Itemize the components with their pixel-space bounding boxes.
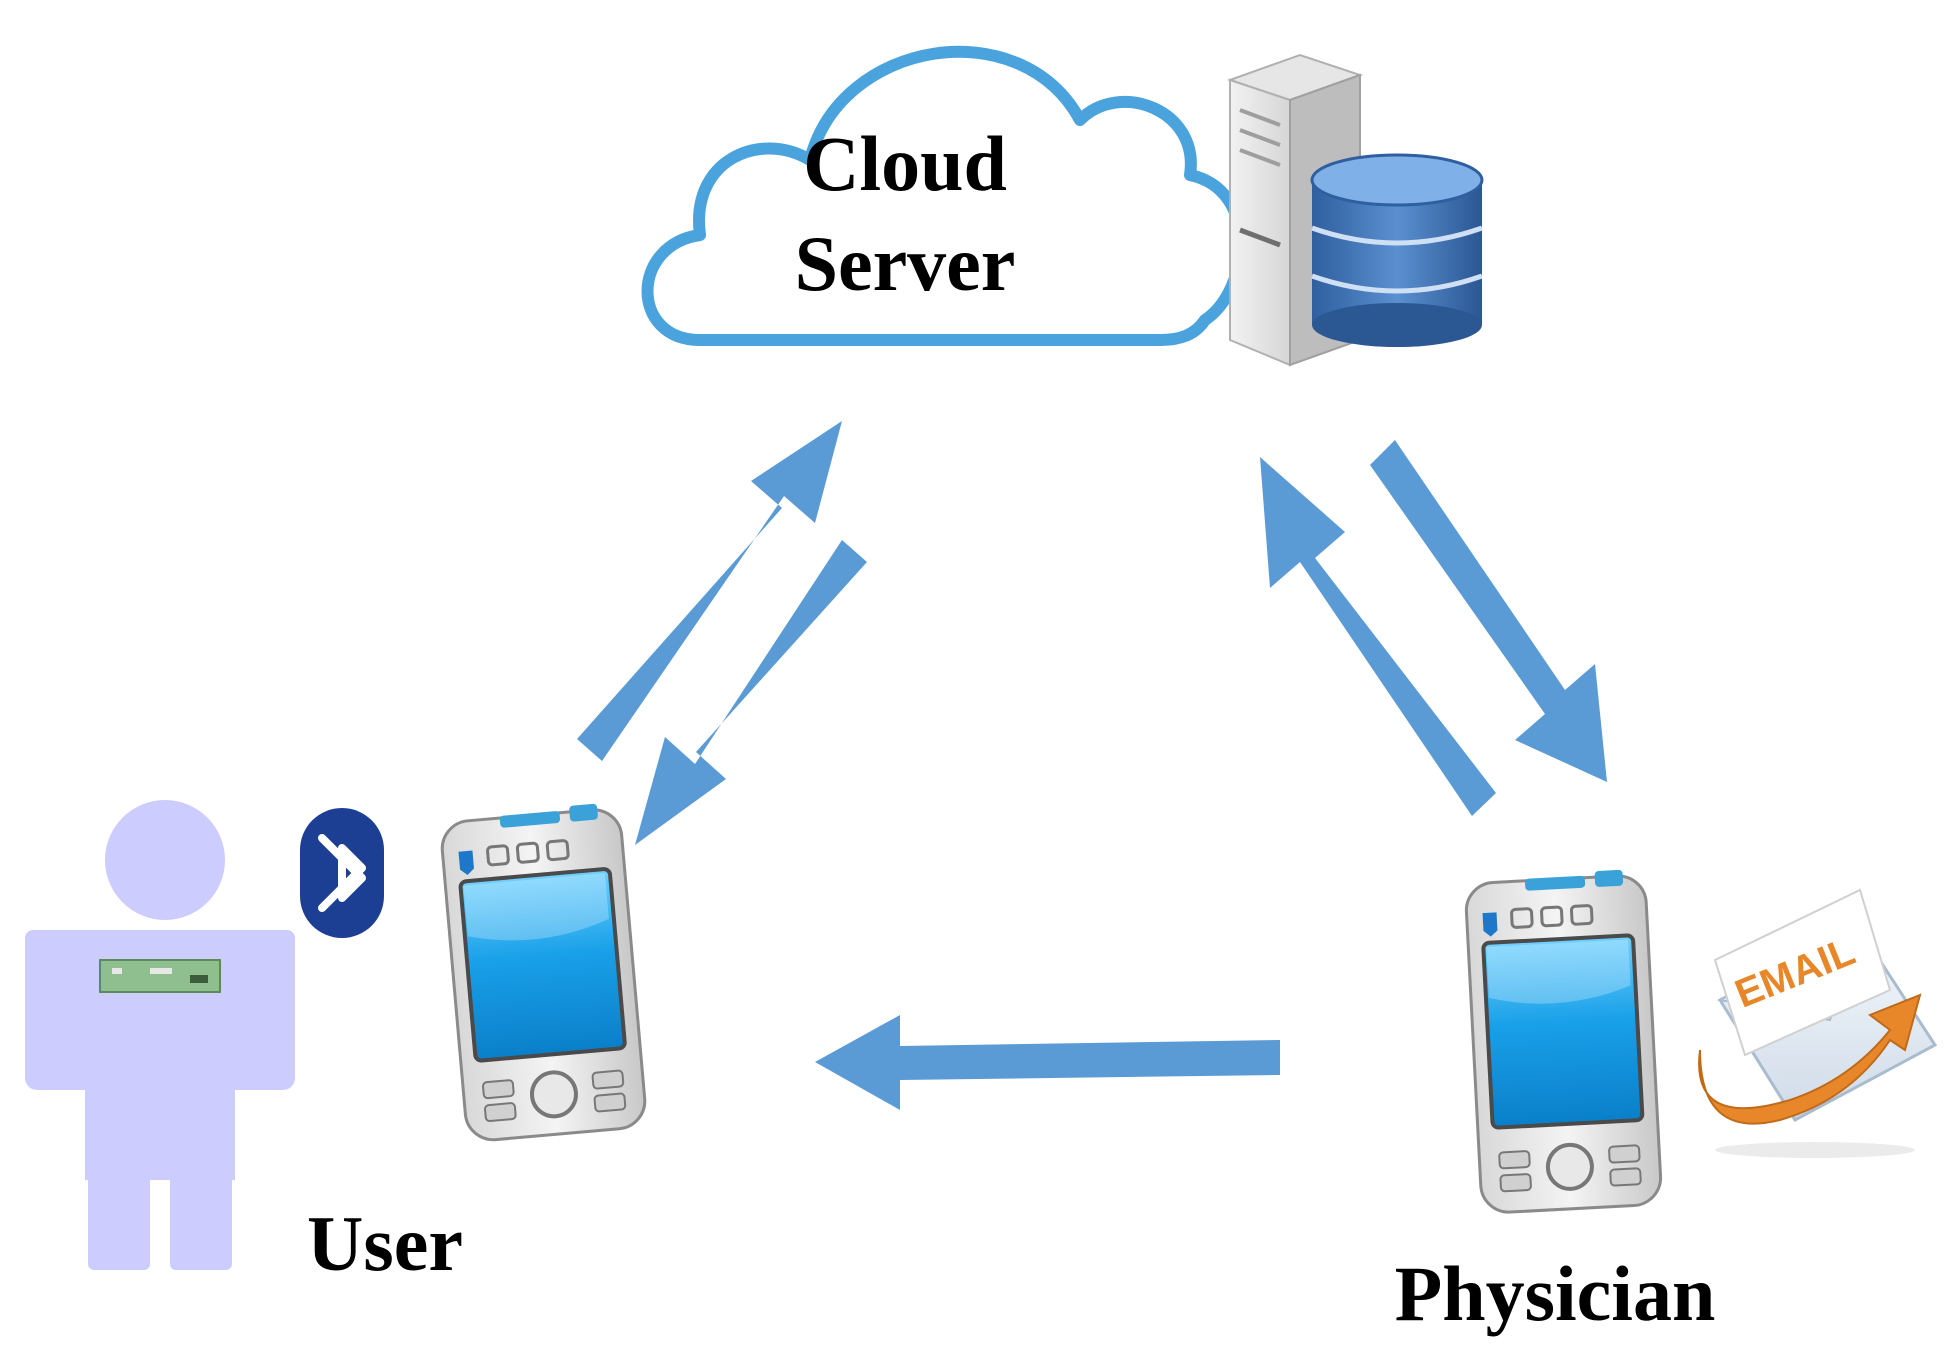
sensor-board-icon <box>99 959 221 993</box>
arrow-cloud-to-physician <box>1370 440 1607 782</box>
arrow-physician-to-cloud <box>1260 457 1496 816</box>
bluetooth-icon <box>300 808 384 938</box>
physician-label: Physician <box>1395 1250 1716 1337</box>
arrow-user-to-cloud <box>577 421 842 761</box>
email-icon: EMAIL <box>1698 888 1938 1158</box>
database-server-icon <box>1226 53 1484 367</box>
cloud-label-line1: Cloud <box>803 120 1007 207</box>
arrow-cloud-to-user <box>635 540 867 845</box>
cloud-label-line2: Server <box>795 220 1016 307</box>
user-pda-icon <box>440 803 647 1142</box>
user-label: User <box>307 1200 463 1287</box>
person-icon <box>25 800 295 1270</box>
arrow-physician-to-user <box>815 1015 1280 1110</box>
physician-pda-icon <box>1464 869 1663 1214</box>
